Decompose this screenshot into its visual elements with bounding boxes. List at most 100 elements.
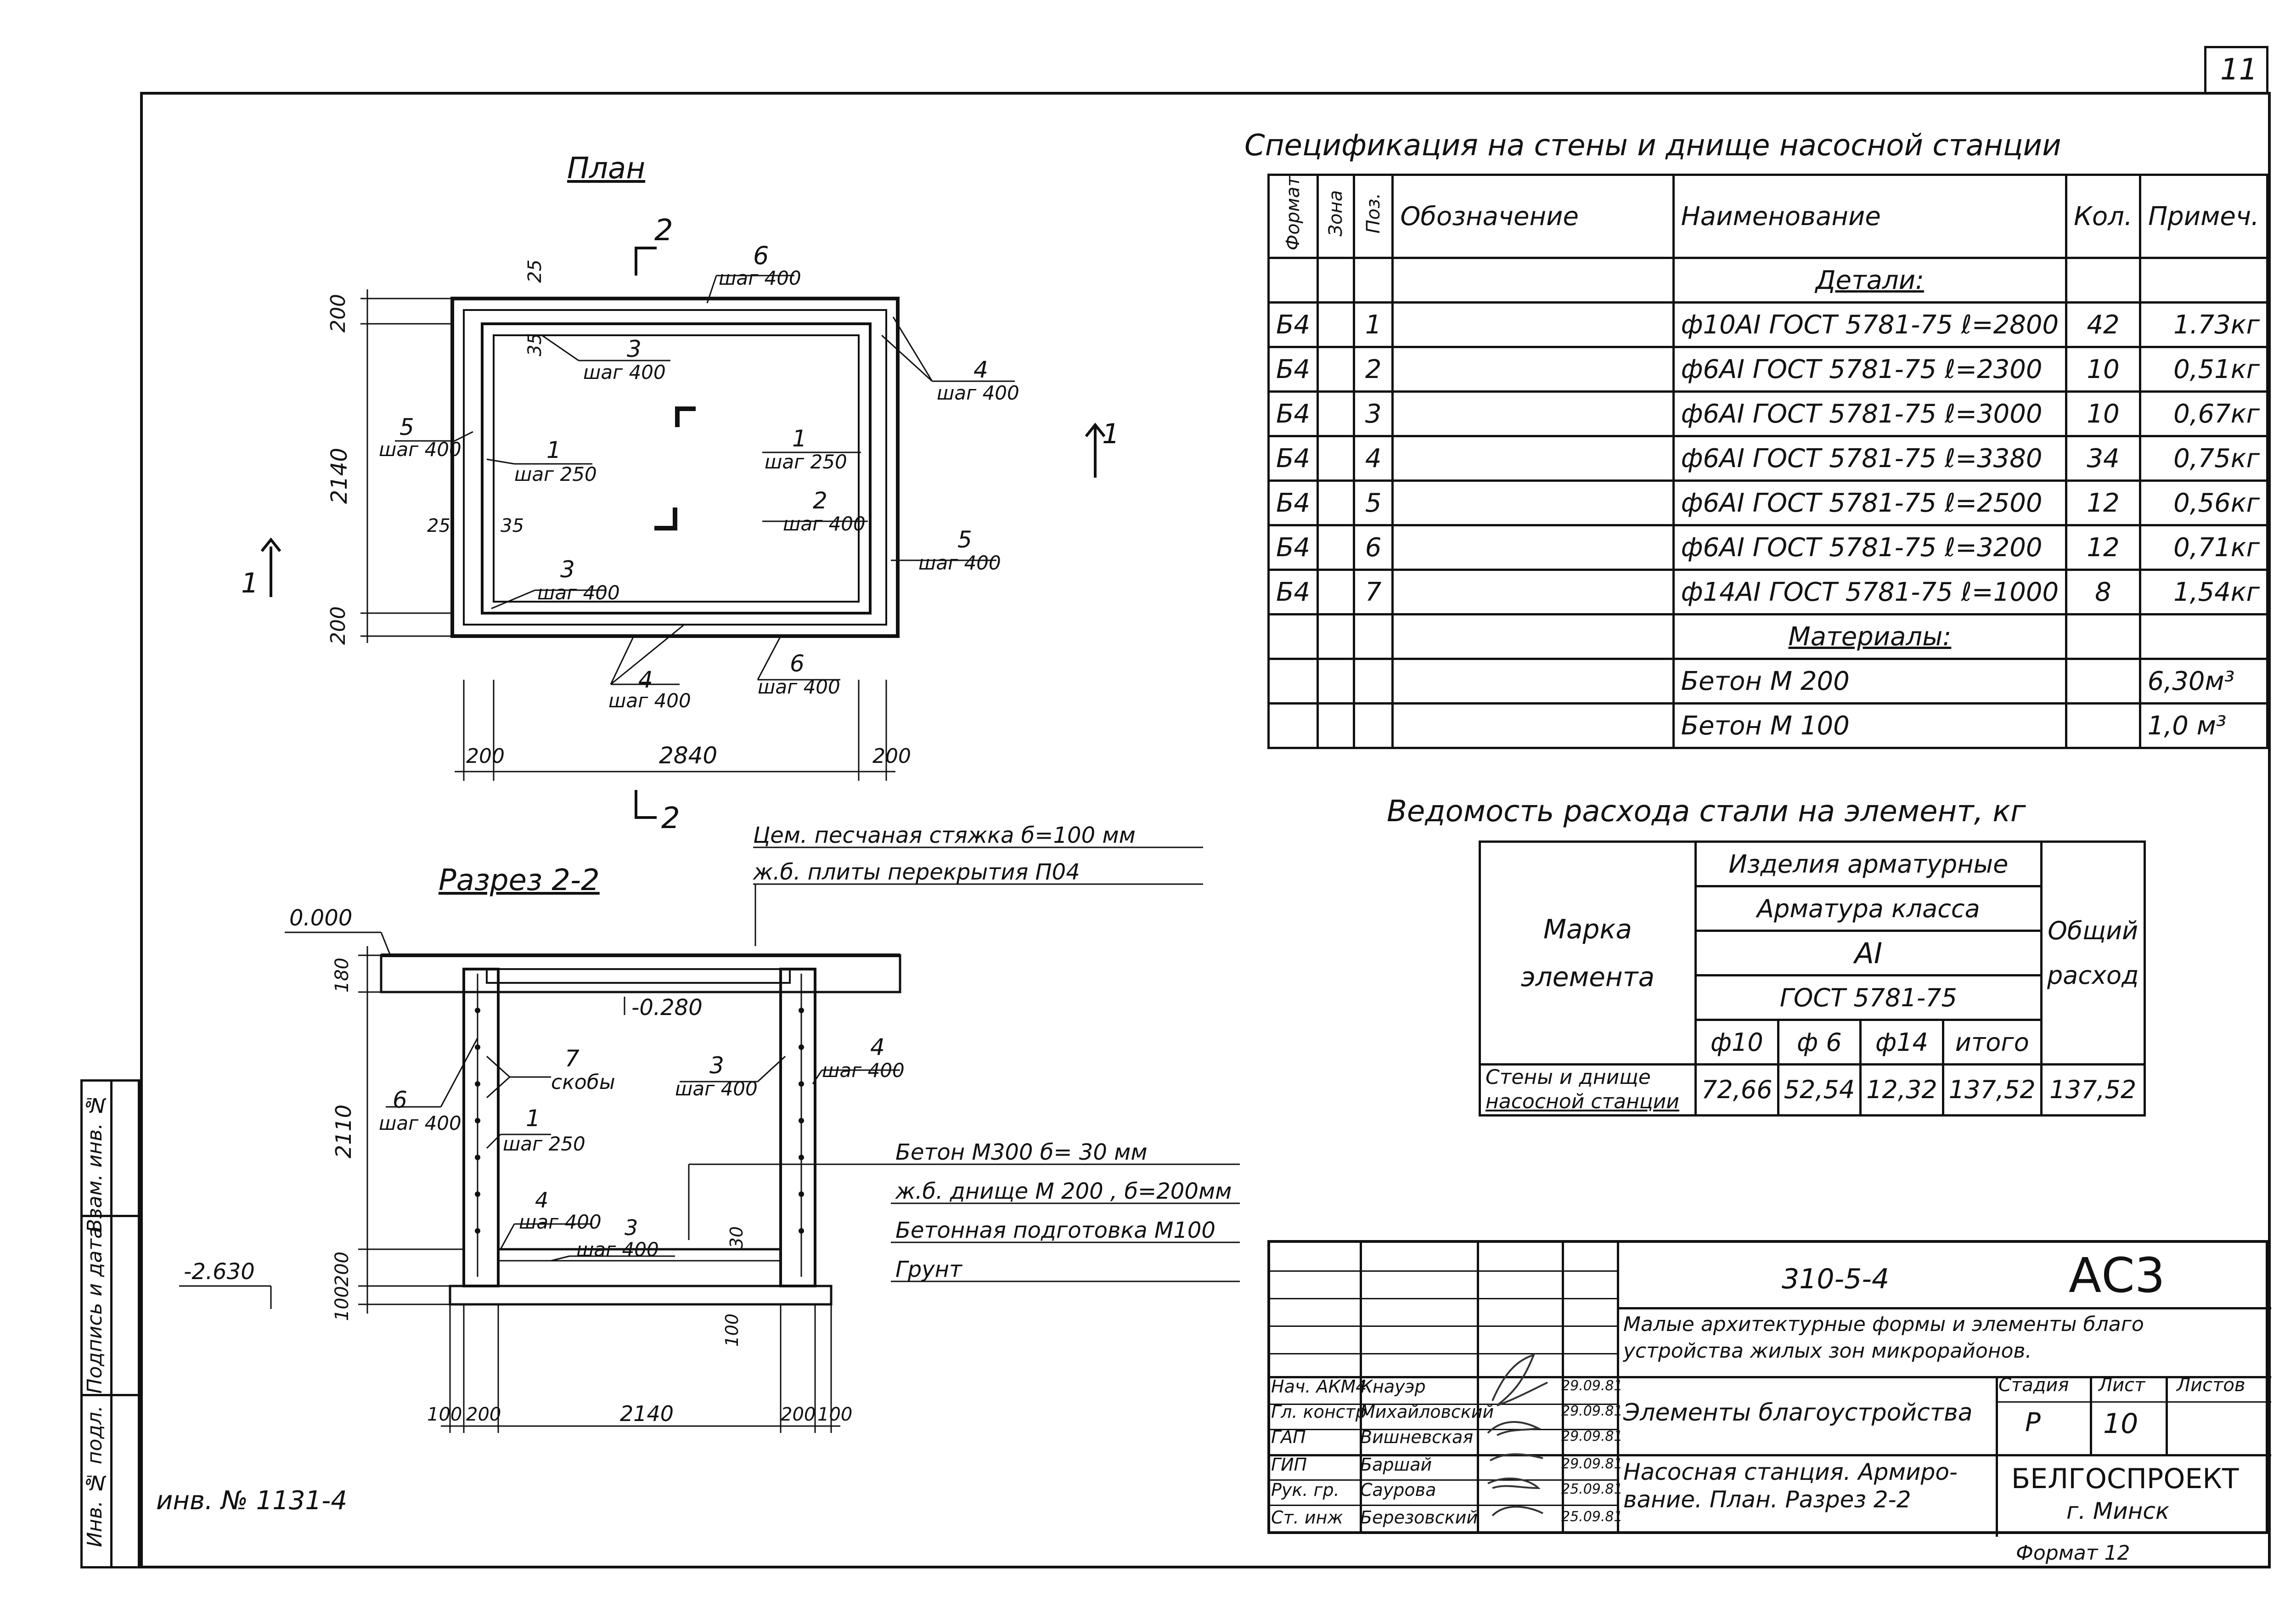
section-label-3-step: шаг 400 [675,1077,758,1100]
tb-signer-date-3: 29.09.81 [1561,1428,1623,1444]
plan-label-3-bottom-step: шаг 400 [537,581,620,604]
plan-label-1-right: 1 [792,425,807,452]
section-label-6-step: шаг 400 [379,1112,461,1134]
plan-dim-bottom-right: 200 [872,744,911,768]
section-level-inner: -0.280 [631,995,703,1021]
section-dim-180: 180 [332,958,353,993]
tb-sheets-header: Листов [2177,1375,2245,1396]
plan-label-4-right: 4 [974,356,988,383]
section-label-1: 1 [526,1105,540,1132]
tb-signer-role-1: Нач. АКМ4 [1271,1376,1367,1397]
tb-drawing-title-2: вание. План. Разрез 2-2 [1623,1486,1911,1513]
tb-signer-role-3: ГАП [1271,1427,1306,1447]
tb-signer-role-2: Гл. констр [1271,1402,1367,1422]
tb-signer-name-6: Березовский [1360,1507,1478,1528]
spec-h-designation: Обозначение [1391,173,1675,259]
spec-header-row: Формат Зона Поз. Обозначение Наименовани… [1267,173,2269,259]
section-label-4: 4 [870,1034,885,1060]
steel-h-class: Арматура класса [1694,885,2043,932]
spec-table: Формат Зона Поз. Обозначение Наименовани… [1267,173,2269,750]
plan-label-5-left-step: шаг 400 [379,438,461,461]
tb-element-title: Элементы благоустройства [1623,1399,1973,1427]
sheet-number: 11 [2220,53,2258,87]
tb-description-2: устройства жилых зон микрорайонов. [1623,1339,2032,1363]
section-label-6: 6 [393,1087,407,1113]
signatures [1487,1353,1548,1517]
plan-label-4-bottom: 4 [638,666,653,693]
spec-row-materials-head: Материалы: [1267,613,2269,660]
tb-city: г. Минск [2066,1498,2170,1524]
plan-section-1-left: 1 [241,567,259,599]
plan-section-1-right: 1 [1102,418,1120,450]
sheet-number-box [2204,46,2268,92]
tb-signer-role-6: Ст. инж [1271,1507,1343,1528]
spec-row-details-head: Детали: [1267,257,2269,304]
plan-label-6-bottom: 6 [790,650,805,677]
section-dim-2110: 2110 [331,1105,356,1159]
tb-stage: Р [2025,1408,2041,1438]
section-title: Разрез 2-2 [439,863,600,897]
section-dim-bottom-3: 2140 [620,1401,674,1426]
plan-label-3-top-step: шаг 400 [583,361,666,384]
section-layer-preparation: Бетонная подготовка М100 [895,1218,1216,1243]
plan-label-6-top-step: шаг 400 [719,267,801,289]
tb-signer-date-1: 29.09.81 [1561,1378,1623,1394]
plan-label-5-left: 5 [400,414,414,440]
steel-h-ai: АI [1694,930,2043,976]
plan-dim-25-left: 25 [427,515,450,536]
tb-sheet-code: АС3 [2069,1247,2165,1303]
steel-h-products: Изделия арматурные [1694,840,2043,887]
section-dim-bottom-1: 100 [427,1404,462,1425]
section-layer-slab: ж.б. днище М 200 , б=200мм [895,1179,1232,1204]
tb-format: Формат 12 [2016,1541,2130,1565]
section-label-3b-step: шаг 400 [576,1238,659,1261]
section-dim-200: 200 [332,1252,353,1287]
tb-sheet: 10 [2103,1408,2138,1440]
tb-description-1: Малые архитектурные формы и элементы бла… [1623,1313,2144,1336]
plan-label-5-right: 5 [957,526,972,553]
tb-signer-role-4: ГИП [1271,1455,1307,1475]
section-dim-100-right: 100 [722,1314,742,1347]
section-level-bottom: -2.630 [184,1259,255,1285]
spec-title: Спецификация на стены и днище насосной с… [1244,129,2061,163]
tb-signer-name-4: Баршай [1360,1455,1432,1475]
sheet-frame [140,92,2271,1568]
plan-dim-bottom-mid: 2840 [659,742,718,769]
tb-org: БЕЛГОСПРОЕКТ [2011,1463,2239,1495]
section-label-3b: 3 [625,1215,638,1240]
section-label-4b-step: шаг 400 [519,1211,602,1233]
plan-dim-bottom-left: 200 [466,744,505,768]
section-label-3: 3 [709,1052,724,1079]
spec-h-qty: Кол. [2065,173,2141,259]
plan-label-2-right-step: шаг 400 [783,513,866,535]
plan-drawing [260,247,1106,819]
plan-label-6-bottom-step: шаг 400 [758,676,840,698]
section-dim-bottom-2: 200 [466,1404,501,1425]
plan-label-1-left-step: шаг 250 [514,463,597,485]
tb-signer-name-2: Михайловский [1360,1402,1494,1422]
plan-label-3-top: 3 [627,336,642,362]
plan-label-5-right-step: шаг 400 [918,552,1001,574]
tb-signer-date-4: 29.09.81 [1561,1456,1623,1472]
section-label-7-text: скобы [551,1071,615,1094]
section-dim-bottom-4: 200 [781,1404,816,1425]
section-slabs: ж.б. плиты перекрытия П04 [753,859,1080,885]
plan-dim-35-left: 35 [501,515,524,536]
tb-signer-role-5: Рук. гр. [1271,1480,1339,1500]
plan-label-4-bottom-step: шаг 400 [608,689,691,712]
tb-signer-name-3: Вишневская [1360,1427,1474,1447]
plan-section-2-bottom: 2 [661,801,680,835]
spec-h-name: Наименование [1672,173,2068,259]
tb-signer-date-5: 25.09.81 [1561,1481,1623,1497]
section-layer-concrete: Бетон М300 б= 30 мм [895,1139,1148,1165]
